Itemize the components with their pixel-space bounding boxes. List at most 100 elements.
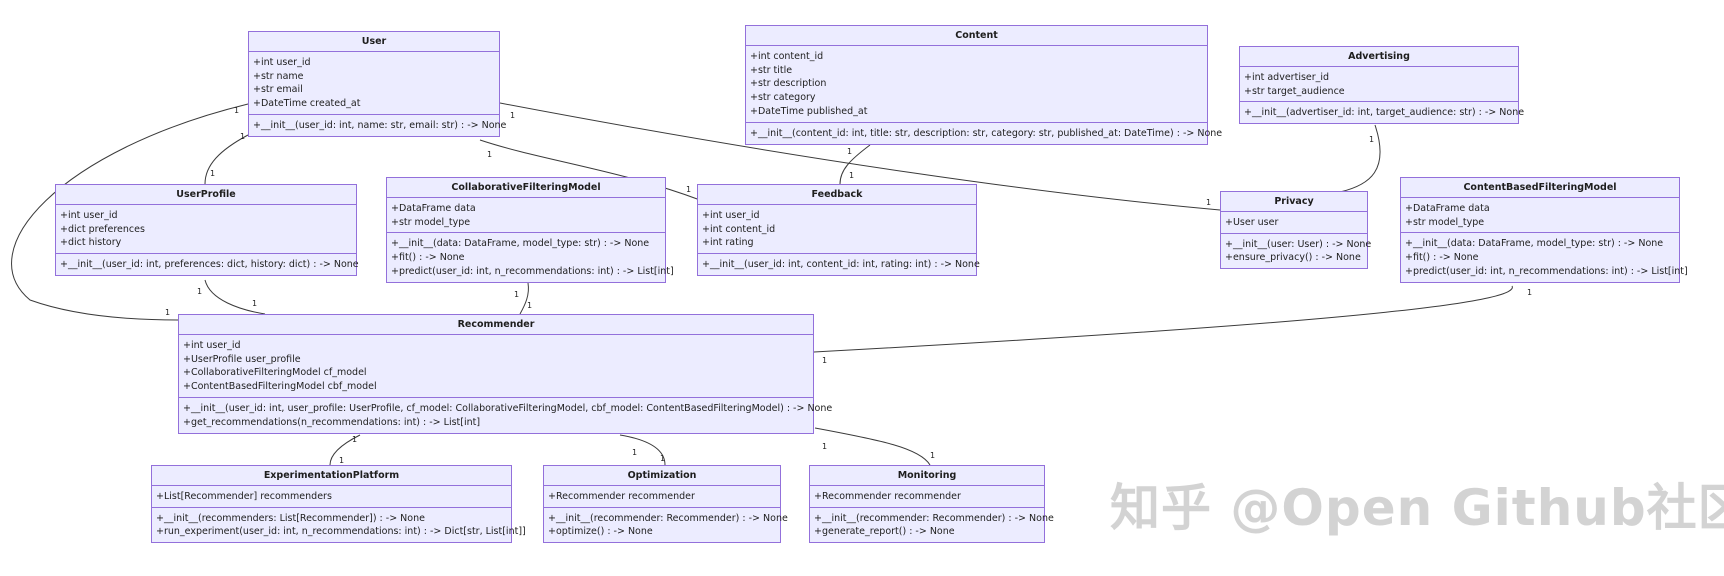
edge-content-feedback — [839, 144, 871, 185]
class-box-optimization: Optimization +Recommender recommender +__i… — [543, 465, 788, 544]
attributes-section: +int user_id+int content_id+int rating — [698, 205, 976, 253]
method: +run_experiment(user_id: int, n_recommen… — [156, 526, 526, 538]
attribute: +str name — [253, 70, 304, 82]
class-box-cbfmodel: ContentBasedFilteringModel+DataFrame dat… — [1400, 177, 1688, 283]
method: +__init__(recommender: Recommender) : ->… — [814, 512, 1054, 524]
attributes-section: +DataFrame data +str model_type — [387, 198, 665, 233]
multiplicity-label: 1 — [234, 106, 240, 115]
method: +ensure_privacy() : -> None — [1225, 252, 1361, 264]
method: +__init__(data: DataFrame, model_type: s… — [391, 238, 650, 250]
class-name: UserProfile — [56, 185, 356, 205]
attribute: +str model_type — [391, 216, 471, 228]
edge-cfmodel-recommender — [519, 282, 529, 315]
method: +__init__(recommender: Recommender) : ->… — [548, 512, 788, 524]
multiplicity-label: 1 — [930, 451, 936, 460]
attribute: +Recommender recommender — [814, 490, 961, 502]
methods-section: +__init__(user_id: int, name: str, email… — [249, 113, 507, 136]
attribute: +CollaborativeFilteringModel cf_model — [183, 367, 367, 379]
attribute: +str title — [750, 64, 793, 76]
edge-advertising-privacy — [1339, 124, 1381, 193]
attribute: +DateTime created_at — [253, 98, 361, 110]
multiplicity-label: 1 — [1206, 198, 1212, 207]
multiplicity-label: 1 — [197, 287, 203, 296]
edge-userprofile-recommender — [204, 279, 266, 315]
attribute: +DateTime published_at — [750, 105, 868, 117]
methods-section: +__init__(data: DataFrame, model_type: s… — [1401, 232, 1688, 281]
attribute: +DataFrame data — [391, 202, 476, 214]
class-box-advertising: Advertising+int advertiser_id+str target… — [1239, 46, 1525, 125]
methods-section: +__init__(recommenders: List[Recommender… — [152, 506, 526, 543]
attribute: +int user_id — [253, 56, 311, 68]
attributes-section: +int user_id +str name +str email +DateTime… — [249, 52, 499, 114]
method: +__init__(user: User) : -> None — [1225, 238, 1372, 250]
multiplicity-label: 1 — [210, 169, 216, 178]
edge-user-userprofile — [204, 134, 249, 185]
edge-recommender-experimentation — [329, 434, 361, 466]
multiplicity-label: 1 — [822, 356, 828, 365]
attribute: +Recommender recommender — [548, 490, 695, 502]
class-name: Recommender — [179, 315, 813, 335]
multiplicity-label: 1 — [510, 111, 516, 120]
attribute: +List[Recommender] recommenders — [156, 490, 332, 502]
attribute: +int user_id — [60, 209, 118, 221]
methods-section: +__init__(data: DataFrame, model_type: s… — [387, 232, 674, 281]
class-name: Content — [746, 26, 1207, 46]
class-name: Advertising — [1240, 47, 1518, 67]
attribute: +str target_audience — [1244, 85, 1345, 97]
multiplicity-label: 1 — [686, 185, 692, 194]
method: +fit() : -> None — [391, 252, 465, 264]
method: +__init__(content_id: int, title: str, d… — [750, 127, 1223, 139]
class-name: ExperimentationPlatform — [152, 466, 511, 486]
class-box-userprofile: UserProfile +int user_id +dict preferences… — [55, 184, 359, 276]
class-box-privacy: Privacy+User user+__init__(user: User) :… — [1220, 191, 1372, 270]
class-name: CollaborativeFilteringModel — [387, 178, 665, 198]
edge-recommender-monitoring — [814, 427, 931, 466]
attribute: +int content_id — [702, 223, 776, 235]
edge-user-feedback — [479, 139, 701, 201]
multiplicity-label: 1 — [822, 442, 828, 451]
multiplicity-label: 1 — [487, 150, 493, 159]
methods-section: +__init__(recommender: Recommender) : ->… — [810, 506, 1054, 543]
multiplicity-label: 1 — [660, 454, 666, 463]
multiplicity-label: 1 — [1527, 288, 1533, 297]
edge-recommender-optimization — [619, 434, 666, 466]
attribute: +dict history — [60, 237, 122, 249]
multiplicity-label: 1 — [252, 299, 258, 308]
multiplicity-label: 1 — [514, 290, 520, 299]
method: +__init__(user_id: int, name: str, email… — [253, 119, 507, 131]
class-name: Monitoring — [810, 466, 1044, 486]
edge-cbfmodel-recommender — [813, 285, 1513, 353]
attributes-section: +int user_id +dict preferences +dict histo… — [56, 205, 356, 253]
attribute: +int user_id — [183, 339, 241, 351]
attributes-section: +List[Recommender] recommenders — [152, 486, 511, 507]
attribute: +str description — [750, 78, 827, 90]
class-box-monitoring: Monitoring +Recommender recommender +__ini… — [809, 465, 1054, 544]
attribute: +str category — [750, 92, 816, 104]
multiplicity-label: 1 — [165, 308, 171, 317]
class-name: Feedback — [698, 185, 976, 205]
watermark: 知乎 @Open Github社区 — [1110, 479, 1724, 537]
methods-section: +__init__(content_id: int, title: str, d… — [746, 121, 1223, 144]
attribute: +str email — [253, 84, 303, 96]
attribute: +str model_type — [1405, 216, 1485, 228]
method: +get_recommendations(n_recommendations: … — [183, 416, 481, 428]
class-box-cfmodel: CollaborativeFilteringModel+DataFrame da… — [386, 177, 674, 283]
attributes-section: +Recommender recommender — [544, 486, 780, 507]
method: +__init__(user_id: int, content_id: int,… — [702, 259, 980, 271]
multiplicity-label: 1 — [339, 456, 345, 465]
method: +fit() : -> None — [1405, 252, 1479, 264]
method: +__init__(data: DataFrame, model_type: s… — [1405, 238, 1664, 250]
class-name: Optimization — [544, 466, 780, 486]
attribute: +dict preferences — [60, 223, 145, 235]
method: +__init__(advertiser_id: int, target_aud… — [1244, 107, 1525, 119]
attribute: +UserProfile user_profile — [183, 353, 301, 365]
multiplicity-label: 1 — [847, 147, 853, 156]
methods-section: +__init__(user_id: int, preferences: dic… — [56, 253, 359, 275]
method: +generate_report() : -> None — [814, 526, 955, 538]
attribute: +ContentBasedFilteringModel cbf_model — [183, 381, 377, 393]
methods-section: +__init__(recommender: Recommender) : ->… — [544, 506, 788, 543]
method: +__init__(recommenders: List[Recommender… — [156, 512, 425, 524]
attributes-section: +int advertiser_id+str target_audience — [1240, 67, 1518, 102]
attribute: +int user_id — [702, 209, 760, 221]
